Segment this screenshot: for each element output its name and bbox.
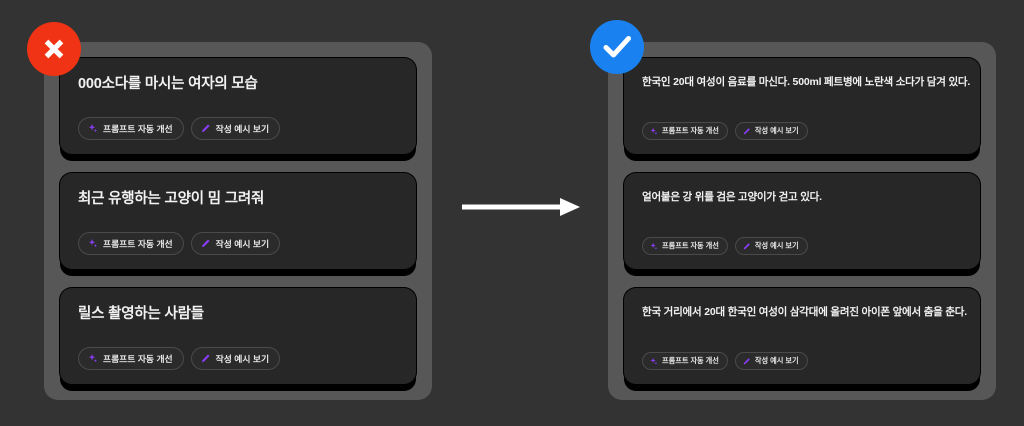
prompt-text: 얼어붙은 강 위를 검은 고양이가 걷고 있다.	[642, 191, 822, 203]
right-arrow-icon	[462, 198, 580, 222]
improve-prompt-label: 프롬프트 자동 개선	[103, 124, 173, 134]
prompt-text: 한국 거리에서 20대 한국인 여성이 삼각대에 올려진 아이폰 앞에서 춤을 …	[642, 306, 967, 318]
card-actions: 프롬프트 자동 개선 작성 예시 보기	[642, 122, 962, 140]
prompt-card[interactable]: 릴스 촬영하는 사람들 프롬프트 자동 개선 작성 예시 보기	[60, 288, 416, 384]
prompt-text: 한국인 20대 여성이 음료를 마신다. 500ml 페트병에 노란색 소다가 …	[642, 76, 971, 88]
card-actions: 프롬프트 자동 개선 작성 예시 보기	[78, 232, 398, 255]
improve-prompt-button[interactable]: 프롬프트 자동 개선	[642, 352, 728, 370]
left-card-list: 000소다를 마시는 여자의 모습 프롬프트 자동 개선 작성 예시 보기	[60, 58, 416, 384]
sparkle-icon	[649, 357, 658, 366]
sparkle-icon	[87, 123, 98, 134]
view-example-button[interactable]: 작성 예시 보기	[190, 347, 281, 370]
sparkle-icon	[649, 127, 658, 136]
transformation-arrow	[462, 196, 580, 218]
improve-prompt-label: 프롬프트 자동 개선	[662, 126, 719, 135]
right-card-list: 한국인 20대 여성이 음료를 마신다. 500ml 페트병에 노란색 소다가 …	[624, 58, 980, 384]
improve-prompt-button[interactable]: 프롬프트 자동 개선	[78, 232, 184, 255]
view-example-label: 작성 예시 보기	[215, 239, 270, 249]
sparkle-icon	[87, 353, 98, 364]
card-actions: 프롬프트 자동 개선 작성 예시 보기	[78, 347, 398, 370]
success-status-badge	[590, 20, 644, 74]
view-example-label: 작성 예시 보기	[754, 241, 799, 250]
pencil-icon	[200, 353, 211, 364]
pencil-icon	[200, 123, 211, 134]
improve-prompt-button[interactable]: 프롬프트 자동 개선	[78, 117, 184, 140]
pencil-icon	[742, 242, 751, 251]
improve-prompt-label: 프롬프트 자동 개선	[103, 239, 173, 249]
check-mark-icon	[600, 30, 634, 64]
fail-status-badge	[27, 22, 81, 76]
card-actions: 프롬프트 자동 개선 작성 예시 보기	[642, 352, 962, 370]
card-actions: 프롬프트 자동 개선 작성 예시 보기	[642, 237, 962, 255]
pencil-icon	[742, 357, 751, 366]
bad-prompt-examples-panel: 000소다를 마시는 여자의 모습 프롬프트 자동 개선 작성 예시 보기	[44, 42, 432, 400]
improve-prompt-button[interactable]: 프롬프트 자동 개선	[642, 237, 728, 255]
pencil-icon	[742, 127, 751, 136]
improve-prompt-label: 프롬프트 자동 개선	[662, 356, 719, 365]
view-example-label: 작성 예시 보기	[215, 124, 270, 134]
prompt-card[interactable]: 000소다를 마시는 여자의 모습 프롬프트 자동 개선 작성 예시 보기	[60, 58, 416, 154]
prompt-card[interactable]: 최근 유행하는 고양이 밈 그려줘 프롬프트 자동 개선 작성 예시 보기	[60, 173, 416, 269]
good-prompt-examples-panel: 한국인 20대 여성이 음료를 마신다. 500ml 페트병에 노란색 소다가 …	[608, 42, 996, 400]
view-example-button[interactable]: 작성 예시 보기	[734, 352, 808, 370]
view-example-label: 작성 예시 보기	[215, 354, 270, 364]
card-actions: 프롬프트 자동 개선 작성 예시 보기	[78, 117, 398, 140]
prompt-card[interactable]: 한국 거리에서 20대 한국인 여성이 삼각대에 올려진 아이폰 앞에서 춤을 …	[624, 288, 980, 384]
view-example-button[interactable]: 작성 예시 보기	[734, 237, 808, 255]
improve-prompt-label: 프롬프트 자동 개선	[662, 241, 719, 250]
prompt-card[interactable]: 얼어붙은 강 위를 검은 고양이가 걷고 있다. 프롬프트 자동 개선 작성 예…	[624, 173, 980, 269]
pencil-icon	[200, 238, 211, 249]
view-example-button[interactable]: 작성 예시 보기	[190, 232, 281, 255]
view-example-button[interactable]: 작성 예시 보기	[734, 122, 808, 140]
view-example-label: 작성 예시 보기	[754, 126, 799, 135]
prompt-text: 릴스 촬영하는 사람들	[78, 306, 204, 322]
prompt-card[interactable]: 한국인 20대 여성이 음료를 마신다. 500ml 페트병에 노란색 소다가 …	[624, 58, 980, 154]
prompt-text: 000소다를 마시는 여자의 모습	[78, 76, 258, 92]
improve-prompt-label: 프롬프트 자동 개선	[103, 354, 173, 364]
improve-prompt-button[interactable]: 프롬프트 자동 개선	[78, 347, 184, 370]
sparkle-icon	[649, 242, 658, 251]
prompt-text: 최근 유행하는 고양이 밈 그려줘	[78, 191, 265, 207]
x-mark-icon	[39, 34, 69, 64]
view-example-button[interactable]: 작성 예시 보기	[190, 117, 281, 140]
sparkle-icon	[87, 238, 98, 249]
improve-prompt-button[interactable]: 프롬프트 자동 개선	[642, 122, 728, 140]
view-example-label: 작성 예시 보기	[754, 356, 799, 365]
